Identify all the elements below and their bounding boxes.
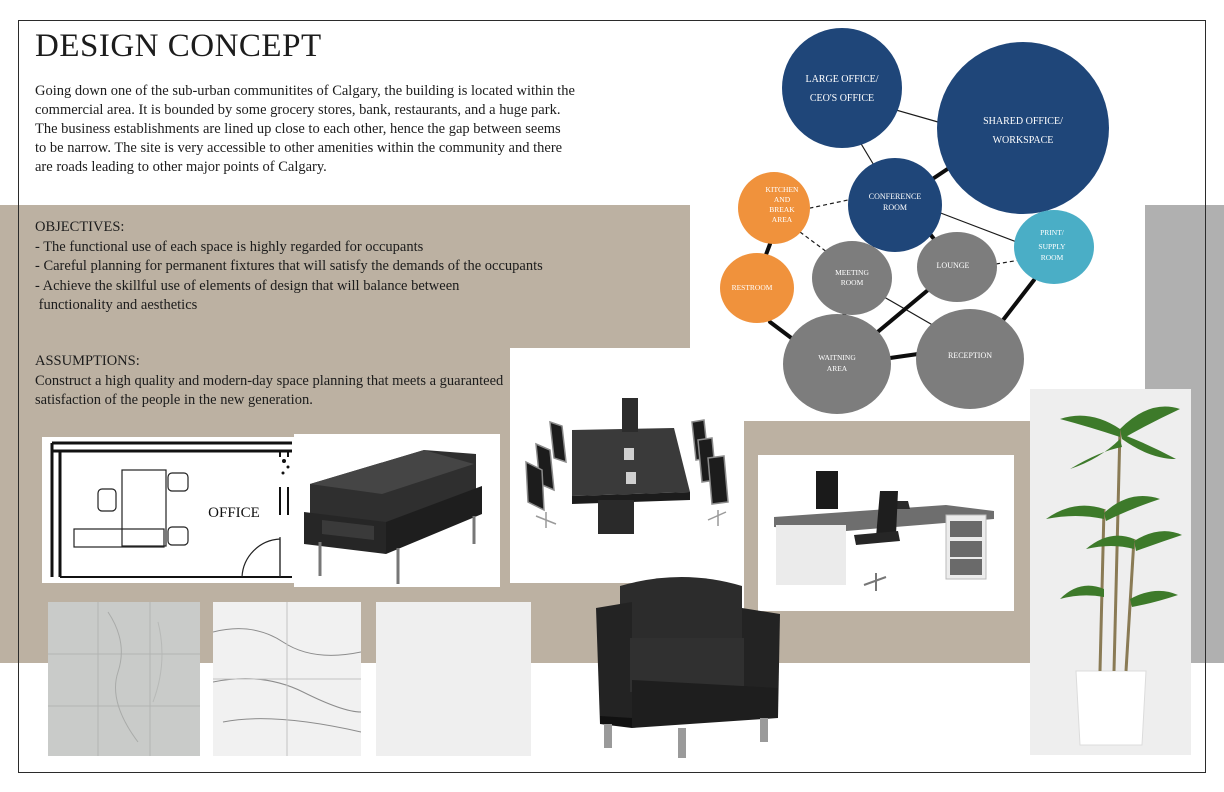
page-title: DESIGN CONCEPT	[35, 28, 322, 64]
assumptions-heading: ASSUMPTIONS:	[35, 353, 140, 369]
bubble-shared-office	[937, 42, 1109, 214]
white-marble-swatch	[213, 602, 361, 756]
bubble-large-office	[782, 28, 902, 148]
label-meeting-2: ROOM	[841, 278, 864, 287]
bubble-conference-room	[848, 158, 942, 252]
marble-tile-swatch	[48, 602, 200, 756]
bubble-waiting-area	[783, 314, 891, 414]
label-reception: RECEPTION	[948, 351, 992, 360]
potted-plant-image	[1030, 389, 1191, 755]
bubble-print-room	[1014, 210, 1094, 284]
conference-table-image	[525, 398, 729, 534]
assumptions-section: ASSUMPTIONS: Construct a high quality an…	[35, 352, 505, 411]
label-kitchen-4: AREA	[772, 215, 793, 224]
label-print-3: ROOM	[1041, 253, 1064, 262]
label-kitchen-1: KITCHEN	[766, 185, 799, 194]
label-kitchen-2: AND	[774, 195, 791, 204]
label-shared-office-2: WORKSPACE	[993, 135, 1054, 146]
label-shared-office-1: SHARED OFFICE/	[983, 116, 1063, 127]
label-conference-1: CONFERENCE	[869, 192, 922, 201]
label-waiting-2: AREA	[827, 364, 848, 373]
svg-text:LARGE OFFICE/CEO'S OFFICE: LARGE OFFICE/CEO'S OFFICE	[805, 74, 878, 104]
plain-white-swatch	[376, 602, 531, 756]
office-floor-plan: OFFICE	[42, 437, 294, 583]
assumptions-text: Construct a high quality and modern-day …	[35, 372, 504, 409]
bubble-kitchen	[738, 172, 810, 244]
bubble-reception	[916, 309, 1024, 409]
floor-plan-label: OFFICE	[208, 505, 260, 521]
armchair-image	[596, 577, 780, 758]
label-conference-2: ROOM	[883, 203, 907, 212]
l-desk-image	[758, 455, 1014, 611]
label-large-office-1: LARGE OFFICE/	[805, 74, 878, 85]
label-kitchen-3: BREAK	[769, 205, 795, 214]
label-waiting-1: WAITNING	[818, 353, 856, 362]
label-meeting-1: MEETING	[835, 268, 869, 277]
bubble-diagram: LARGE OFFICE/CEO'S OFFICE SHARED OFFICE/…	[720, 28, 1109, 414]
bubble-lounge	[917, 232, 997, 302]
svg-text:RECEPTION: RECEPTION	[948, 351, 992, 360]
label-large-office-2: CEO'S OFFICE	[810, 93, 874, 104]
objective-item: - The functional use of each space is hi…	[35, 238, 424, 255]
svg-text:SHARED OFFICE/WORKSPACE: SHARED OFFICE/WORKSPACE	[983, 116, 1063, 146]
intro-paragraph: Going down one of the sub-urban communit…	[35, 83, 575, 175]
page-frame	[18, 20, 1206, 773]
svg-text:LOUNGE: LOUNGE	[937, 261, 970, 270]
bubble-restroom	[720, 253, 794, 323]
objective-item: - Careful planning for permanent fixture…	[35, 258, 543, 274]
objectives-heading: OBJECTIVES:	[35, 219, 125, 235]
label-print-1: PRINT/	[1040, 228, 1065, 237]
label-print-2: SUPPLY	[1038, 242, 1066, 251]
svg-text:RESTROOM: RESTROOM	[732, 283, 773, 292]
sofa-image	[294, 434, 500, 587]
objective-item: functionality and aesthetics	[35, 297, 198, 313]
label-restroom: RESTROOM	[732, 283, 773, 292]
objective-item: - Achieve the skillful use of elements o…	[35, 277, 460, 294]
bubble-meeting-room	[812, 241, 892, 315]
objectives-section: OBJECTIVES: - The functional use of each…	[35, 218, 555, 316]
label-lounge: LOUNGE	[937, 261, 970, 270]
